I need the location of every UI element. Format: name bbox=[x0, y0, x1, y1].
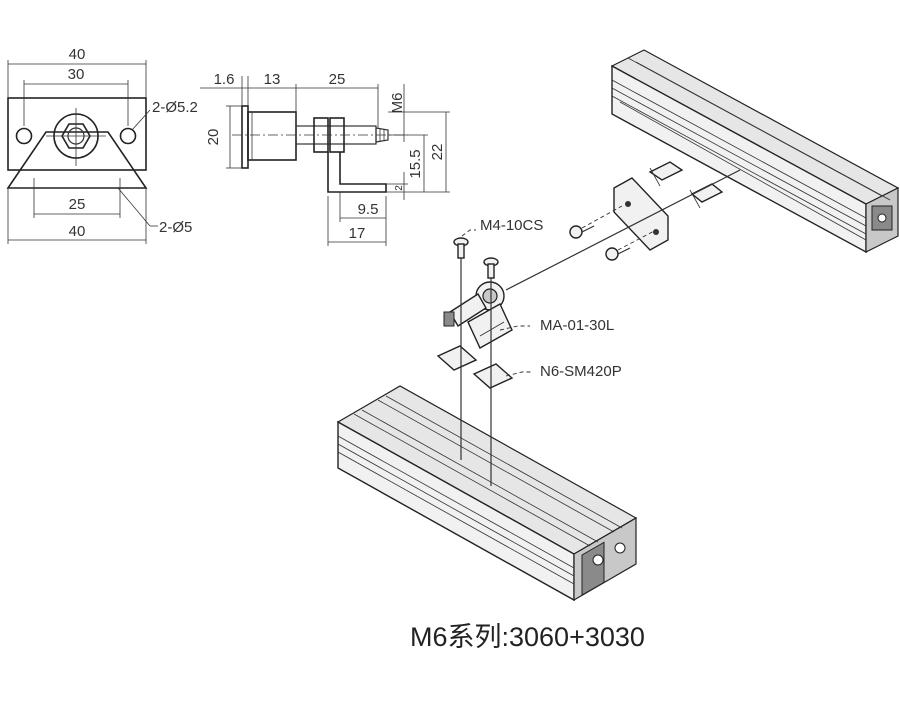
side-body bbox=[247, 111, 297, 161]
lower-aluminium-profile bbox=[336, 385, 638, 602]
m4-screw-2 bbox=[483, 257, 499, 279]
assembly-parts bbox=[436, 161, 741, 486]
label-bracket: MA-01-30L bbox=[540, 317, 614, 334]
right-hole bbox=[119, 127, 137, 145]
dim-base: 17 bbox=[349, 225, 366, 242]
lower-t-nut-2 bbox=[472, 363, 514, 389]
dim-top-inner: 30 bbox=[68, 66, 85, 83]
dim-axis-height: 15.5 bbox=[407, 149, 424, 178]
dim-top-outer: 40 bbox=[69, 46, 86, 63]
dim-foot: 9.5 bbox=[358, 201, 379, 218]
front-foot-outline bbox=[6, 131, 148, 189]
hole-label-bottom: 2-Ø5 bbox=[159, 219, 192, 236]
dim-shaft: 25 bbox=[329, 71, 346, 88]
label-nut: N6-SM420P bbox=[540, 363, 622, 380]
dim-small: 2 bbox=[394, 185, 405, 191]
front-plate-outline bbox=[7, 97, 147, 171]
label-screw: M4-10CS bbox=[480, 217, 543, 234]
caption: M6系列:3060+3030 bbox=[410, 622, 645, 652]
side-foot bbox=[327, 152, 387, 193]
side-view: 1.6 13 25 M6 20 15.5 22 2 9.5 17 bbox=[200, 71, 450, 246]
side-plate bbox=[241, 105, 249, 169]
dim-thread: M6 bbox=[389, 93, 406, 114]
lower-t-nut-1 bbox=[436, 345, 478, 371]
mounting-plate bbox=[613, 177, 669, 251]
dim-plate: 1.6 bbox=[214, 71, 235, 88]
part-labels: M4-10CS MA-01-30L N6-SM420P bbox=[461, 217, 622, 380]
m4-screw-1 bbox=[453, 237, 469, 259]
plate-screw-2 bbox=[605, 247, 631, 261]
dim-body: 13 bbox=[264, 71, 281, 88]
plate-screw-1 bbox=[569, 225, 595, 239]
hole-label-top: 2-Ø5.2 bbox=[152, 99, 198, 116]
upper-t-nut-1 bbox=[648, 161, 684, 181]
dim-height: 20 bbox=[205, 129, 222, 146]
left-hole bbox=[15, 127, 33, 145]
front-view: 40 30 2-Ø5.2 25 40 2-Ø5 bbox=[6, 46, 198, 244]
dim-bottom-outer: 40 bbox=[69, 223, 86, 240]
dim-bottom-inner: 25 bbox=[69, 196, 86, 213]
upper-aluminium-profile bbox=[610, 49, 900, 254]
dim-total-height: 22 bbox=[429, 144, 446, 161]
bracket-assembly bbox=[443, 281, 513, 349]
